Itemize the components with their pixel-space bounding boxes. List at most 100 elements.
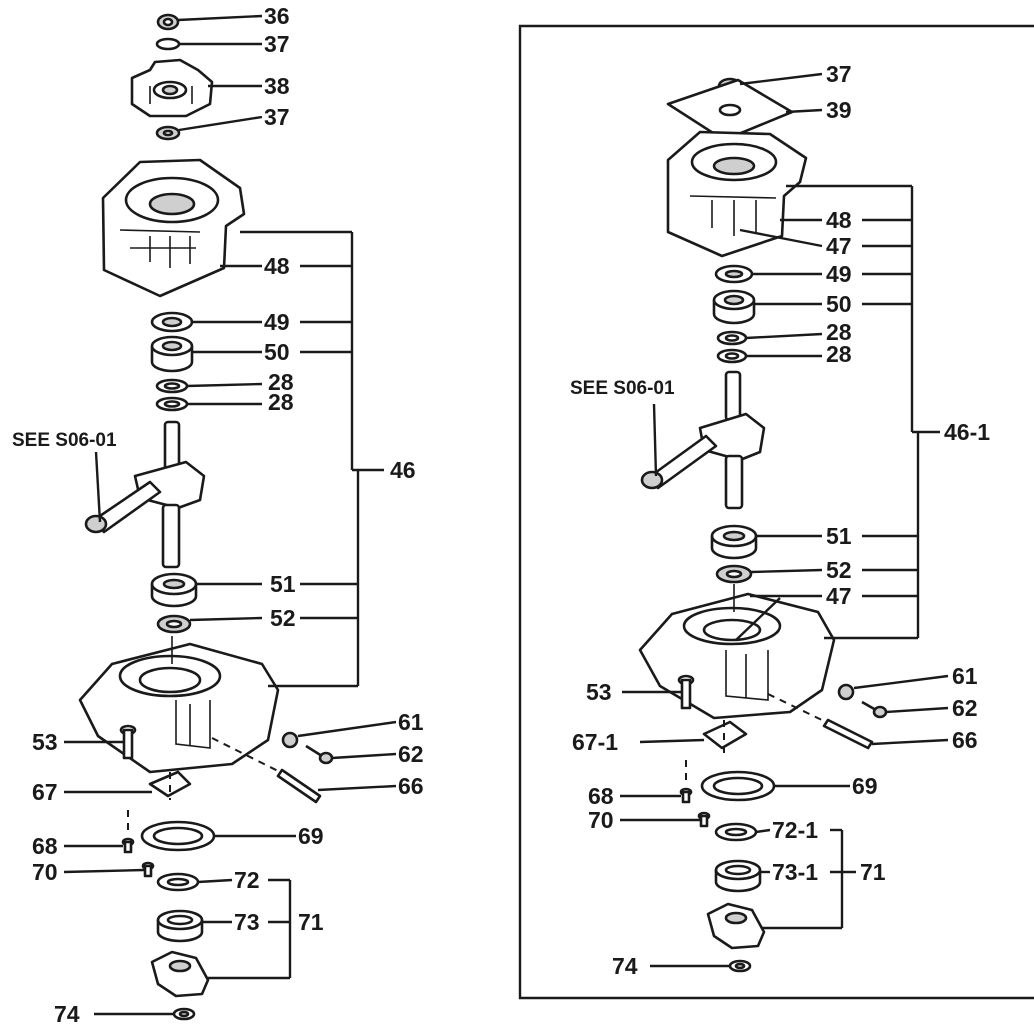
right-part-labels: 37 39 48 47 49 50 28 28 SEE S06-01 46-1 …: [570, 61, 990, 979]
left-label-52: 52: [270, 605, 296, 631]
right-label-39: 39: [826, 97, 852, 123]
part-71-holder-drawing: [150, 950, 210, 998]
part-68-right-bolt-drawing: [679, 760, 693, 804]
part-67-1-right-bracket-drawing: [702, 720, 748, 756]
crankshaft-drawing: [84, 420, 206, 569]
part-68-bolt-drawing: [121, 810, 135, 854]
part-51-right-bearing-drawing: [710, 524, 758, 560]
right-label-47-b: 47: [826, 583, 852, 609]
left-label-28-b: 28: [268, 389, 294, 415]
part-50-bearing-drawing: [150, 335, 194, 373]
left-label-50: 50: [264, 339, 290, 365]
left-label-37-a: 37: [264, 31, 290, 57]
right-label-72-1: 72-1: [772, 817, 818, 843]
left-label-72: 72: [234, 867, 260, 893]
right-lower-case-drawing: [638, 592, 836, 720]
part-28-shims-drawing: [155, 378, 189, 412]
left-label-61: 61: [398, 709, 424, 735]
part-62-right-screw-drawing: [861, 700, 888, 719]
part-51-bearing-drawing: [150, 572, 198, 608]
right-assembly: 37 39 48 47 49 50 28 28 SEE S06-01 46-1 …: [518, 24, 1034, 1000]
part-53-right-bolt-drawing: [677, 674, 695, 710]
right-label-61: 61: [952, 663, 978, 689]
right-label-74: 74: [612, 953, 638, 979]
right-label-49: 49: [826, 261, 852, 287]
left-label-69: 69: [298, 823, 324, 849]
right-label-28-a: 28: [826, 319, 852, 345]
part-36-nut-drawing: [156, 13, 180, 31]
right-see-reference: SEE S06-01: [570, 378, 675, 399]
left-label-70: 70: [32, 859, 58, 885]
part-38-flange-drawing: [130, 58, 214, 118]
part-67-bracket-drawing: [148, 770, 192, 800]
right-label-69: 69: [852, 773, 878, 799]
left-label-37-b: 37: [264, 104, 290, 130]
left-label-62: 62: [398, 741, 424, 767]
part-52-oil-seal-drawing: [156, 614, 192, 634]
part-48-upper-case-drawing: [101, 158, 246, 298]
part-70-right-screw-drawing: [697, 811, 711, 828]
left-label-36: 36: [264, 3, 290, 29]
part-61-cap-drawing: [281, 731, 299, 749]
right-label-52: 52: [826, 557, 852, 583]
left-label-74: 74: [54, 1001, 80, 1027]
part-66-shaft-drawing: [211, 737, 322, 804]
lower-case-drawing: [78, 642, 280, 774]
right-label-73-1: 73-1: [772, 859, 818, 885]
right-label-68: 68: [588, 783, 614, 809]
part-28-right-shims-drawing: [716, 330, 748, 364]
part-48-right-upper-case-drawing: [666, 130, 808, 258]
left-label-48: 48: [264, 253, 290, 279]
right-label-70: 70: [588, 807, 614, 833]
left-label-53: 53: [32, 729, 58, 755]
part-50-right-bearing-drawing: [712, 289, 756, 325]
part-52-right-oil-seal-drawing: [715, 564, 753, 584]
part-37-washer-lower-drawing: [155, 125, 181, 141]
right-label-46-1: 46-1: [944, 419, 990, 445]
part-39-plate-drawing: [666, 78, 794, 142]
part-37-washer-top-drawing: [155, 37, 181, 51]
left-label-71: 71: [298, 909, 324, 935]
part-53-bolt-drawing: [119, 724, 137, 760]
right-label-37: 37: [826, 61, 852, 87]
right-label-48: 48: [826, 207, 852, 233]
part-49-oil-seal-drawing: [150, 311, 194, 333]
right-label-28-b: 28: [826, 341, 852, 367]
part-69-gasket-drawing: [140, 820, 216, 852]
right-leader-lines: [620, 72, 949, 968]
part-49-right-oil-seal-drawing: [714, 264, 754, 284]
right-label-53: 53: [586, 679, 612, 705]
left-label-51: 51: [270, 571, 296, 597]
part-74-washer-drawing: [172, 1007, 196, 1021]
left-label-38: 38: [264, 73, 290, 99]
part-70-screw-drawing: [141, 861, 155, 878]
part-62-screw-drawing: [305, 744, 334, 765]
left-assembly: 36 37 38 37 48 49 50 28 28 SEE S06-01 46…: [12, 3, 424, 1027]
left-part-labels: 36 37 38 37 48 49 50 28 28 SEE S06-01 46…: [12, 3, 424, 1027]
left-label-68: 68: [32, 833, 58, 859]
part-71-right-holder-drawing: [706, 902, 766, 950]
part-73-1-right-bushing-drawing: [714, 859, 762, 893]
part-66-right-shaft-drawing: [767, 693, 874, 750]
right-label-47-a: 47: [826, 233, 852, 259]
left-label-46: 46: [390, 457, 416, 483]
right-label-51: 51: [826, 523, 852, 549]
left-leader-lines: [63, 14, 397, 1016]
right-crankshaft-drawing: [640, 370, 766, 510]
part-73-bushing-drawing: [156, 909, 204, 943]
part-72-washer-drawing: [156, 872, 200, 892]
right-label-71: 71: [860, 859, 886, 885]
part-61-right-cap-drawing: [837, 683, 855, 701]
part-72-1-right-washer-drawing: [714, 822, 758, 842]
part-74-right-washer-drawing: [728, 959, 752, 973]
left-label-49: 49: [264, 309, 290, 335]
part-69-right-gasket-drawing: [700, 770, 776, 802]
left-label-73: 73: [234, 909, 260, 935]
left-see-reference: SEE S06-01: [12, 430, 117, 451]
right-label-62: 62: [952, 695, 978, 721]
right-label-50: 50: [826, 291, 852, 317]
left-label-67: 67: [32, 779, 58, 805]
left-label-28-a: 28: [268, 369, 294, 395]
right-assembly-frame: [518, 24, 1034, 1000]
